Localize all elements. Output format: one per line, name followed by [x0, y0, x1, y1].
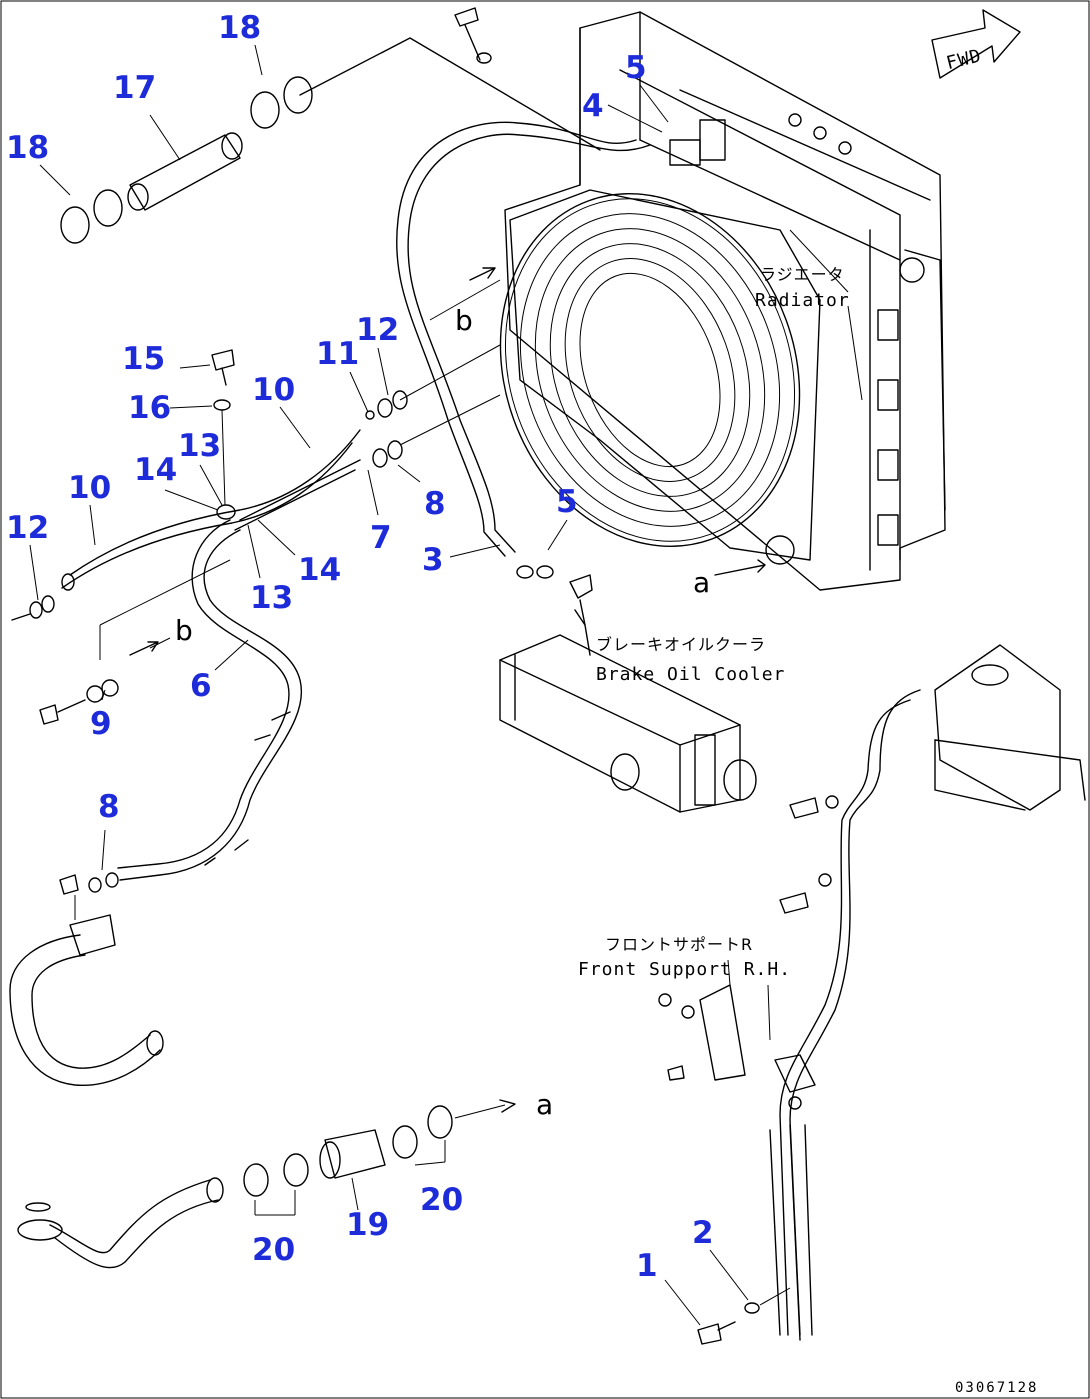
- callout-20-right: 20: [420, 1182, 463, 1218]
- front-support-label-jp: フロントサポートR: [605, 935, 753, 954]
- callout-1: 1: [636, 1248, 658, 1284]
- callout-6: 6: [190, 668, 212, 704]
- callout-10-left: 10: [68, 470, 111, 506]
- callout-17: 17: [113, 70, 156, 106]
- ref-a-lower: a: [536, 1088, 553, 1121]
- right-hose-assembly: [658, 689, 921, 1345]
- fwd-label: FWD: [944, 45, 984, 74]
- callout-12-upper: 12: [356, 312, 399, 348]
- callout-2: 2: [692, 1215, 714, 1251]
- callout-13-lower: 13: [250, 580, 293, 616]
- callout-8-upper: 8: [424, 486, 446, 522]
- callout-20-left: 20: [252, 1232, 295, 1268]
- callout-13-upper: 13: [178, 428, 221, 464]
- callout-15: 15: [122, 341, 165, 377]
- fwd-arrow-icon: FWD: [931, 9, 1021, 79]
- callout-19: 19: [346, 1207, 389, 1243]
- radiator: [499, 11, 946, 591]
- callout-8-lower: 8: [98, 789, 120, 825]
- drawing-code: 03067128: [955, 1380, 1038, 1396]
- lower-pipe-bottom: [17, 1177, 224, 1269]
- callout-14-upper: 14: [134, 452, 177, 488]
- callout-5-top: 5: [625, 50, 647, 86]
- brake-cooler-label-jp: ブレーキオイルクーラ: [596, 635, 766, 654]
- ref-b-lower: b: [175, 614, 193, 647]
- callout-3: 3: [422, 542, 444, 578]
- leader-lines: [29, 44, 749, 1326]
- callout-18-top: 18: [218, 10, 261, 46]
- fitting-5-lower: [516, 565, 593, 626]
- ref-b-upper: b: [455, 304, 473, 337]
- callout-11: 11: [316, 336, 359, 372]
- brake-oil-cooler: [499, 609, 757, 813]
- reservoir-tank: [934, 644, 1086, 811]
- ref-a-upper: a: [693, 566, 710, 599]
- callout-12-left: 12: [6, 510, 49, 546]
- callout-14-lower: 14: [298, 552, 341, 588]
- callout-10-upper: 10: [252, 372, 295, 408]
- radiator-label-jp: ラジエータ: [760, 265, 845, 284]
- callout-7: 7: [370, 520, 392, 556]
- brake-cooler-label-en: Brake Oil Cooler: [596, 664, 785, 685]
- callout-16: 16: [128, 390, 171, 426]
- lower-pipe-left: [9, 914, 164, 1086]
- hose-19-assembly: [243, 1099, 516, 1197]
- callout-9: 9: [90, 706, 112, 742]
- front-support-label-en: Front Support R.H.: [578, 959, 791, 980]
- callout-5-lower: 5: [556, 484, 578, 520]
- hose-17-assembly: [60, 76, 313, 244]
- callout-4: 4: [582, 88, 604, 124]
- radiator-label-en: Radiator: [755, 290, 850, 311]
- callout-18-left: 18: [6, 130, 49, 166]
